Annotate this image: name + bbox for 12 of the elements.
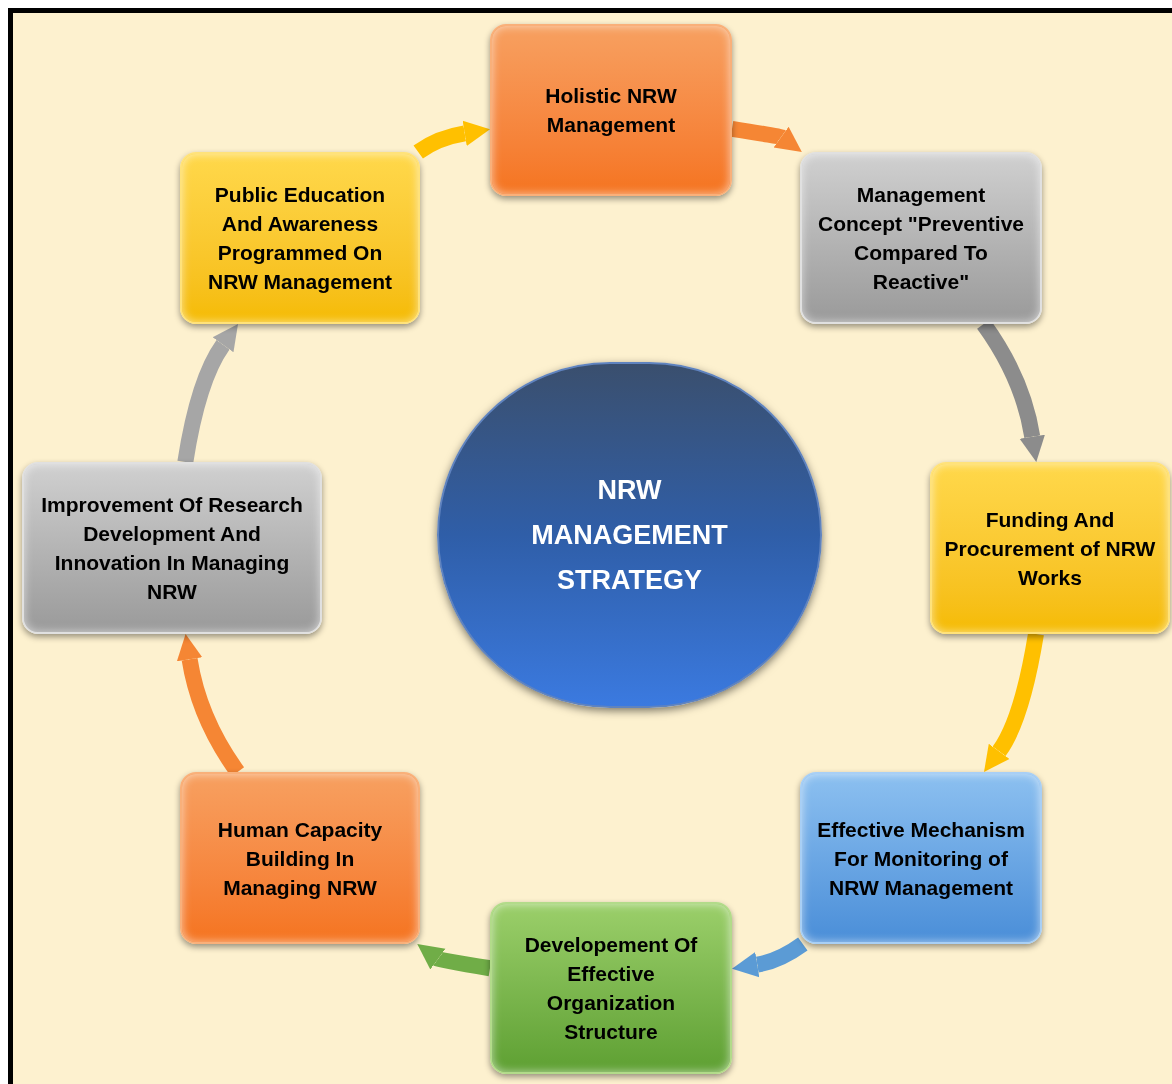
process-box: Management Concept "Preventive Compared To Reactive" [800, 152, 1042, 324]
curved-arrow [732, 937, 808, 978]
curved-arrow [177, 323, 238, 464]
curved-arrow [984, 632, 1044, 773]
process-box: Developement Of Effective Organization Structure [490, 902, 732, 1074]
curved-arrow [413, 120, 490, 159]
process-box: Human Capacity Building In Managing NRW [180, 772, 420, 944]
process-box: Effective Mechanism For Monitoring of NRW Management [800, 772, 1042, 944]
process-box: Funding And Procurement of NRW Works [930, 462, 1170, 634]
process-box: Public Education And Awareness Programmed On NRW Management [180, 152, 420, 324]
process-box: Improvement Of Research Development And Innovation In Managing NRW [22, 462, 322, 634]
process-box: Holistic NRW Management [490, 24, 732, 196]
